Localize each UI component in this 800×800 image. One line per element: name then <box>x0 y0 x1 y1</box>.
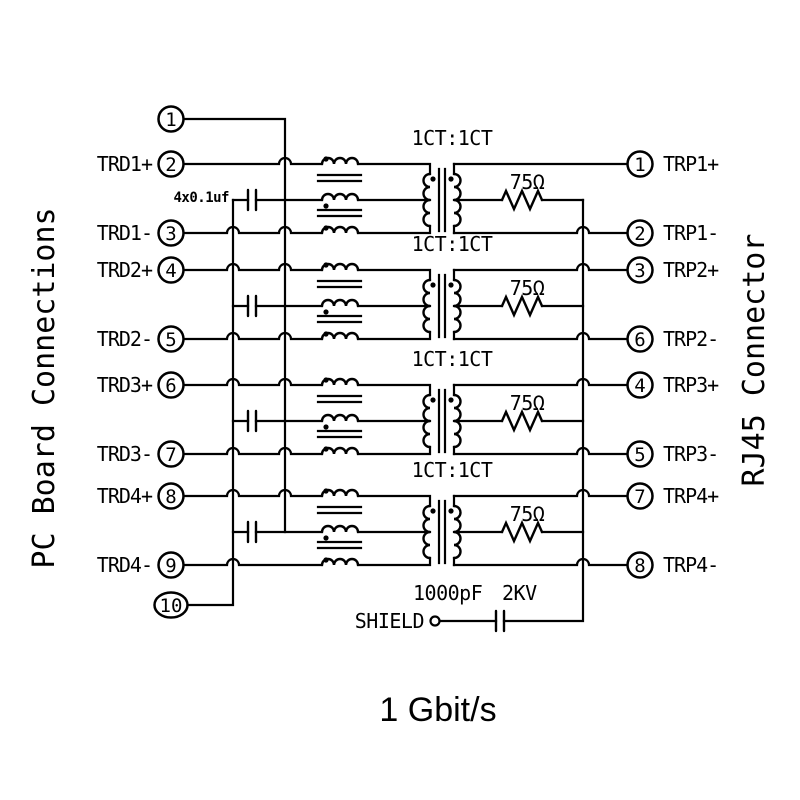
signal-trp1-plus: TRP1+ <box>663 152 719 176</box>
right-pin-5-number: 5 <box>634 444 645 466</box>
left-section-label: PC Board Connections <box>27 207 62 568</box>
left-pin-6-number: 6 <box>165 375 176 397</box>
signal-trp2-plus: TRP2+ <box>663 258 719 282</box>
left-pin-10: 10 <box>153 591 189 619</box>
signal-trp4-plus: TRP4+ <box>663 484 719 508</box>
left-pin-7: 7 <box>157 440 185 468</box>
capacitor-bus <box>185 198 235 607</box>
wire-trp1-minus <box>452 225 629 235</box>
shield-terminal <box>429 615 441 627</box>
right-section-label: RJ45 Connector <box>737 234 772 487</box>
signal-trd1-plus: TRD1+ <box>97 152 153 176</box>
right-pin-4: 4 <box>626 371 654 399</box>
right-pin-6: 6 <box>626 325 654 353</box>
transformer-ratio-label-3: 1CT:1CT <box>412 347 493 371</box>
signal-trp2-minus: TRP2- <box>663 327 718 351</box>
right-pin-6-number: 6 <box>634 329 645 351</box>
wire-trd1-minus <box>181 225 324 235</box>
transformer-ratio-label-1: 1CT:1CT <box>412 126 493 150</box>
wire-trd3-plus <box>181 377 324 387</box>
right-pin-7: 7 <box>626 482 654 510</box>
right-pin-3: 3 <box>626 256 654 284</box>
left-pin-2-number: 2 <box>165 154 176 176</box>
resistor-value-label-3: 75Ω <box>510 391 545 415</box>
wire-trp3-plus <box>452 377 629 387</box>
wire-trd4-plus <box>181 488 324 498</box>
right-pin-5: 5 <box>626 440 654 468</box>
right-pin-8: 8 <box>626 551 654 579</box>
signal-trp3-plus: TRP3+ <box>663 373 719 397</box>
left-pin-5-number: 5 <box>165 329 176 351</box>
left-pin-8-number: 8 <box>165 486 176 508</box>
left-pin-8: 8 <box>157 482 185 510</box>
left-pin-3: 3 <box>157 219 185 247</box>
signal-trd3-minus: TRD3- <box>97 442 152 466</box>
signal-trd2-plus: TRD2+ <box>97 258 153 282</box>
right-pin-1-number: 1 <box>634 154 645 176</box>
wire-trd1-plus <box>181 156 324 166</box>
centertap-cap-value-label: 4x0.1uf <box>173 190 229 206</box>
page-title: 1 Gbit/s <box>379 691 496 729</box>
shield-cap-rating-label: 2KV <box>502 581 537 605</box>
right-pin-1: 1 <box>626 150 654 178</box>
right-pin-2: 2 <box>626 219 654 247</box>
transformer-ratio-label-2: 1CT:1CT <box>412 232 493 256</box>
wire-trd4-minus <box>181 557 324 567</box>
resistor-value-label-4: 75Ω <box>510 502 545 526</box>
left-pin-1-number: 1 <box>165 109 176 131</box>
left-pin-4-number: 4 <box>165 260 176 282</box>
left-pin-9-number: 9 <box>165 555 176 577</box>
left-pin-9: 9 <box>157 551 185 579</box>
left-pin-2: 2 <box>157 150 185 178</box>
shield-cap-value-label: 1000pF <box>413 581 482 605</box>
left-pin-6: 6 <box>157 371 185 399</box>
signal-trd4-plus: TRD4+ <box>97 484 153 508</box>
left-pin-7-number: 7 <box>165 444 176 466</box>
termination-bus <box>502 198 585 623</box>
wire-trp3-minus <box>452 446 629 456</box>
left-pin-1: 1 <box>157 105 185 133</box>
wire-trd2-minus <box>181 331 324 341</box>
signal-trd4-minus: TRD4- <box>97 553 152 577</box>
signal-trd2-minus: TRD2- <box>97 327 152 351</box>
wire-trp4-plus <box>452 488 629 498</box>
signal-trp1-minus: TRP1- <box>663 221 718 245</box>
left-pin-4: 4 <box>157 256 185 284</box>
wire-trp4-minus <box>452 557 629 567</box>
wire-trd3-minus <box>181 446 324 456</box>
signal-trp3-minus: TRP3- <box>663 442 718 466</box>
signal-trd3-plus: TRD3+ <box>97 373 153 397</box>
right-pin-8-number: 8 <box>634 555 645 577</box>
wire-trp2-minus <box>452 331 629 341</box>
right-pin-7-number: 7 <box>634 486 645 508</box>
signal-trp4-minus: TRP4- <box>663 553 718 577</box>
right-pin-3-number: 3 <box>634 260 645 282</box>
left-pin-3-number: 3 <box>165 223 176 245</box>
wire-trp2-plus <box>452 262 629 272</box>
wire-trd2-plus <box>181 262 324 272</box>
right-pin-4-number: 4 <box>634 375 645 397</box>
signal-trd1-minus: TRD1- <box>97 221 152 245</box>
transformer-ratio-label-4: 1CT:1CT <box>412 458 493 482</box>
resistor-value-label-1: 75Ω <box>510 170 545 194</box>
shield-capacitor <box>494 609 506 633</box>
left-pin-10-number: 10 <box>160 595 183 617</box>
shield-label: SHIELD <box>355 609 424 633</box>
centertap-bus <box>181 117 287 534</box>
resistor-value-label-2: 75Ω <box>510 276 545 300</box>
left-pin-5: 5 <box>157 325 185 353</box>
right-pin-2-number: 2 <box>634 223 645 245</box>
